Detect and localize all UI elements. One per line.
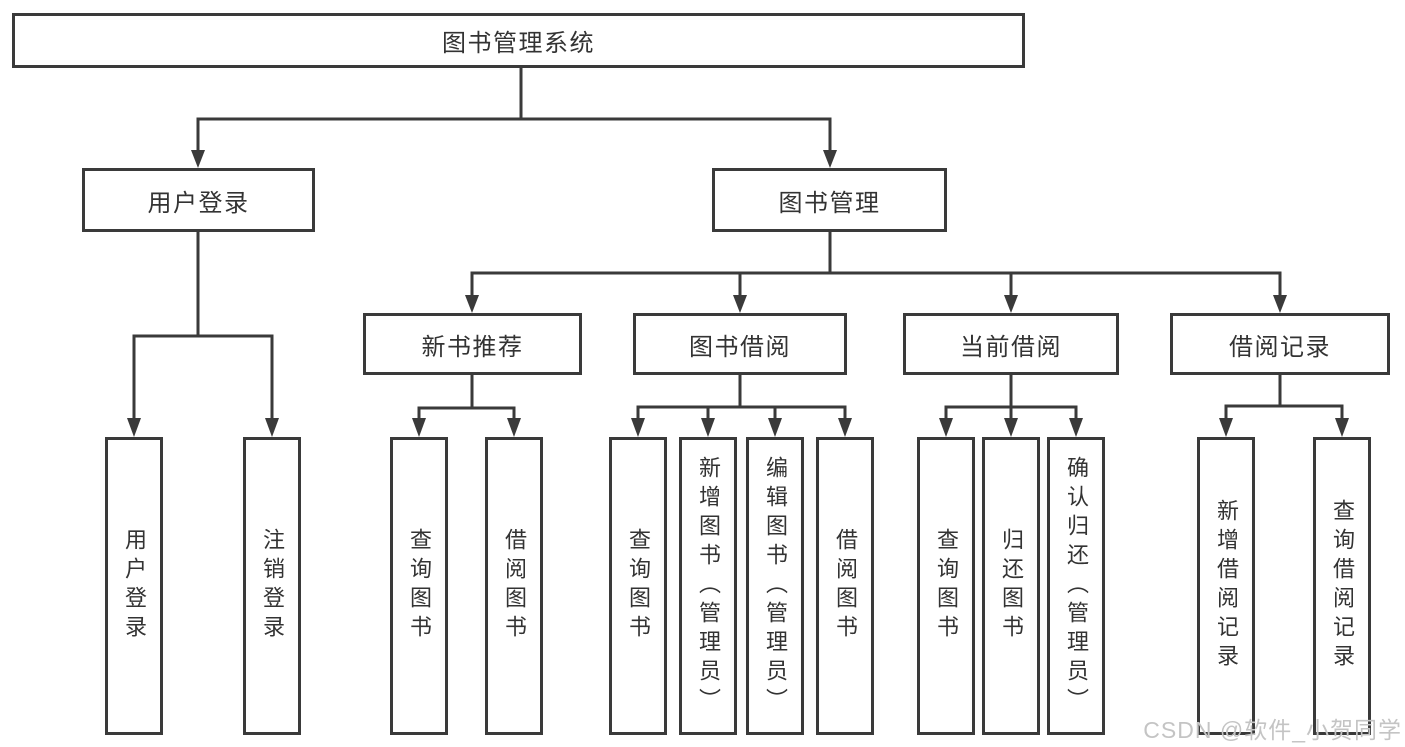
node-book-management: 图书管理 — [712, 168, 947, 232]
leaf-return-books: 归还图书 — [982, 437, 1040, 735]
leaf-confirm-return-admin: 确认归还（管理员） — [1047, 437, 1105, 735]
connector-new-book-recommend-to-leaves — [412, 373, 521, 437]
node-user-login: 用户登录 — [82, 168, 315, 232]
node-label: 查询借阅记录 — [1330, 499, 1355, 673]
node-label: 编辑图书（管理员） — [763, 455, 788, 717]
leaf-borrow-books-borrow: 借阅图书 — [816, 437, 874, 735]
node-label: 确认归还（管理员） — [1064, 455, 1089, 717]
node-book-borrow: 图书借阅 — [633, 313, 847, 375]
node-current-borrow: 当前借阅 — [903, 313, 1119, 375]
node-label: 借阅记录 — [1229, 333, 1331, 361]
node-label: 归还图书 — [999, 528, 1024, 644]
csdn-watermark: CSDN @软件_小贺同学 — [1143, 717, 1402, 743]
node-new-book-recommend: 新书推荐 — [363, 313, 582, 375]
connector-book-borrow-to-leaves — [631, 373, 852, 437]
node-library-management-system: 图书管理系统 — [12, 13, 1025, 68]
leaf-query-books-recommend: 查询图书 — [390, 437, 448, 735]
node-label: 新增借阅记录 — [1214, 499, 1239, 673]
leaf-logout: 注销登录 — [243, 437, 301, 735]
leaf-query-books-current: 查询图书 — [917, 437, 975, 735]
node-label: 注销登录 — [260, 528, 285, 644]
connector-user-login-to-leaves — [127, 230, 279, 437]
node-label: 查询图书 — [934, 528, 959, 644]
leaf-user-login: 用户登录 — [105, 437, 163, 735]
leaf-query-books-borrow: 查询图书 — [609, 437, 667, 735]
connector-current-borrow-to-leaves — [939, 373, 1083, 437]
node-label: 图书管理 — [778, 189, 881, 217]
node-label: 当前借阅 — [960, 333, 1062, 361]
node-label: 借阅图书 — [502, 528, 527, 644]
node-label: 借阅图书 — [833, 528, 858, 644]
node-label: 查询图书 — [626, 528, 651, 644]
node-borrow-records: 借阅记录 — [1170, 313, 1390, 375]
node-label: 新增图书（管理员） — [696, 455, 721, 717]
node-label: 用户登录 — [122, 528, 147, 644]
node-label: 用户登录 — [147, 189, 250, 217]
node-label: 图书管理系统 — [442, 30, 595, 57]
connector-borrow-records-to-leaves — [1219, 373, 1349, 437]
connector-book-management-to-level3 — [465, 230, 1287, 313]
connector-root-to-level2 — [191, 66, 837, 168]
node-label: 查询图书 — [407, 528, 432, 644]
leaf-edit-book-admin: 编辑图书（管理员） — [746, 437, 804, 735]
leaf-add-book-admin: 新增图书（管理员） — [679, 437, 737, 735]
leaf-query-borrow-record: 查询借阅记录 — [1313, 437, 1371, 735]
leaf-add-borrow-record: 新增借阅记录 — [1197, 437, 1255, 735]
node-label: 图书借阅 — [689, 333, 791, 361]
leaf-borrow-books-recommend: 借阅图书 — [485, 437, 543, 735]
node-label: 新书推荐 — [421, 333, 524, 361]
